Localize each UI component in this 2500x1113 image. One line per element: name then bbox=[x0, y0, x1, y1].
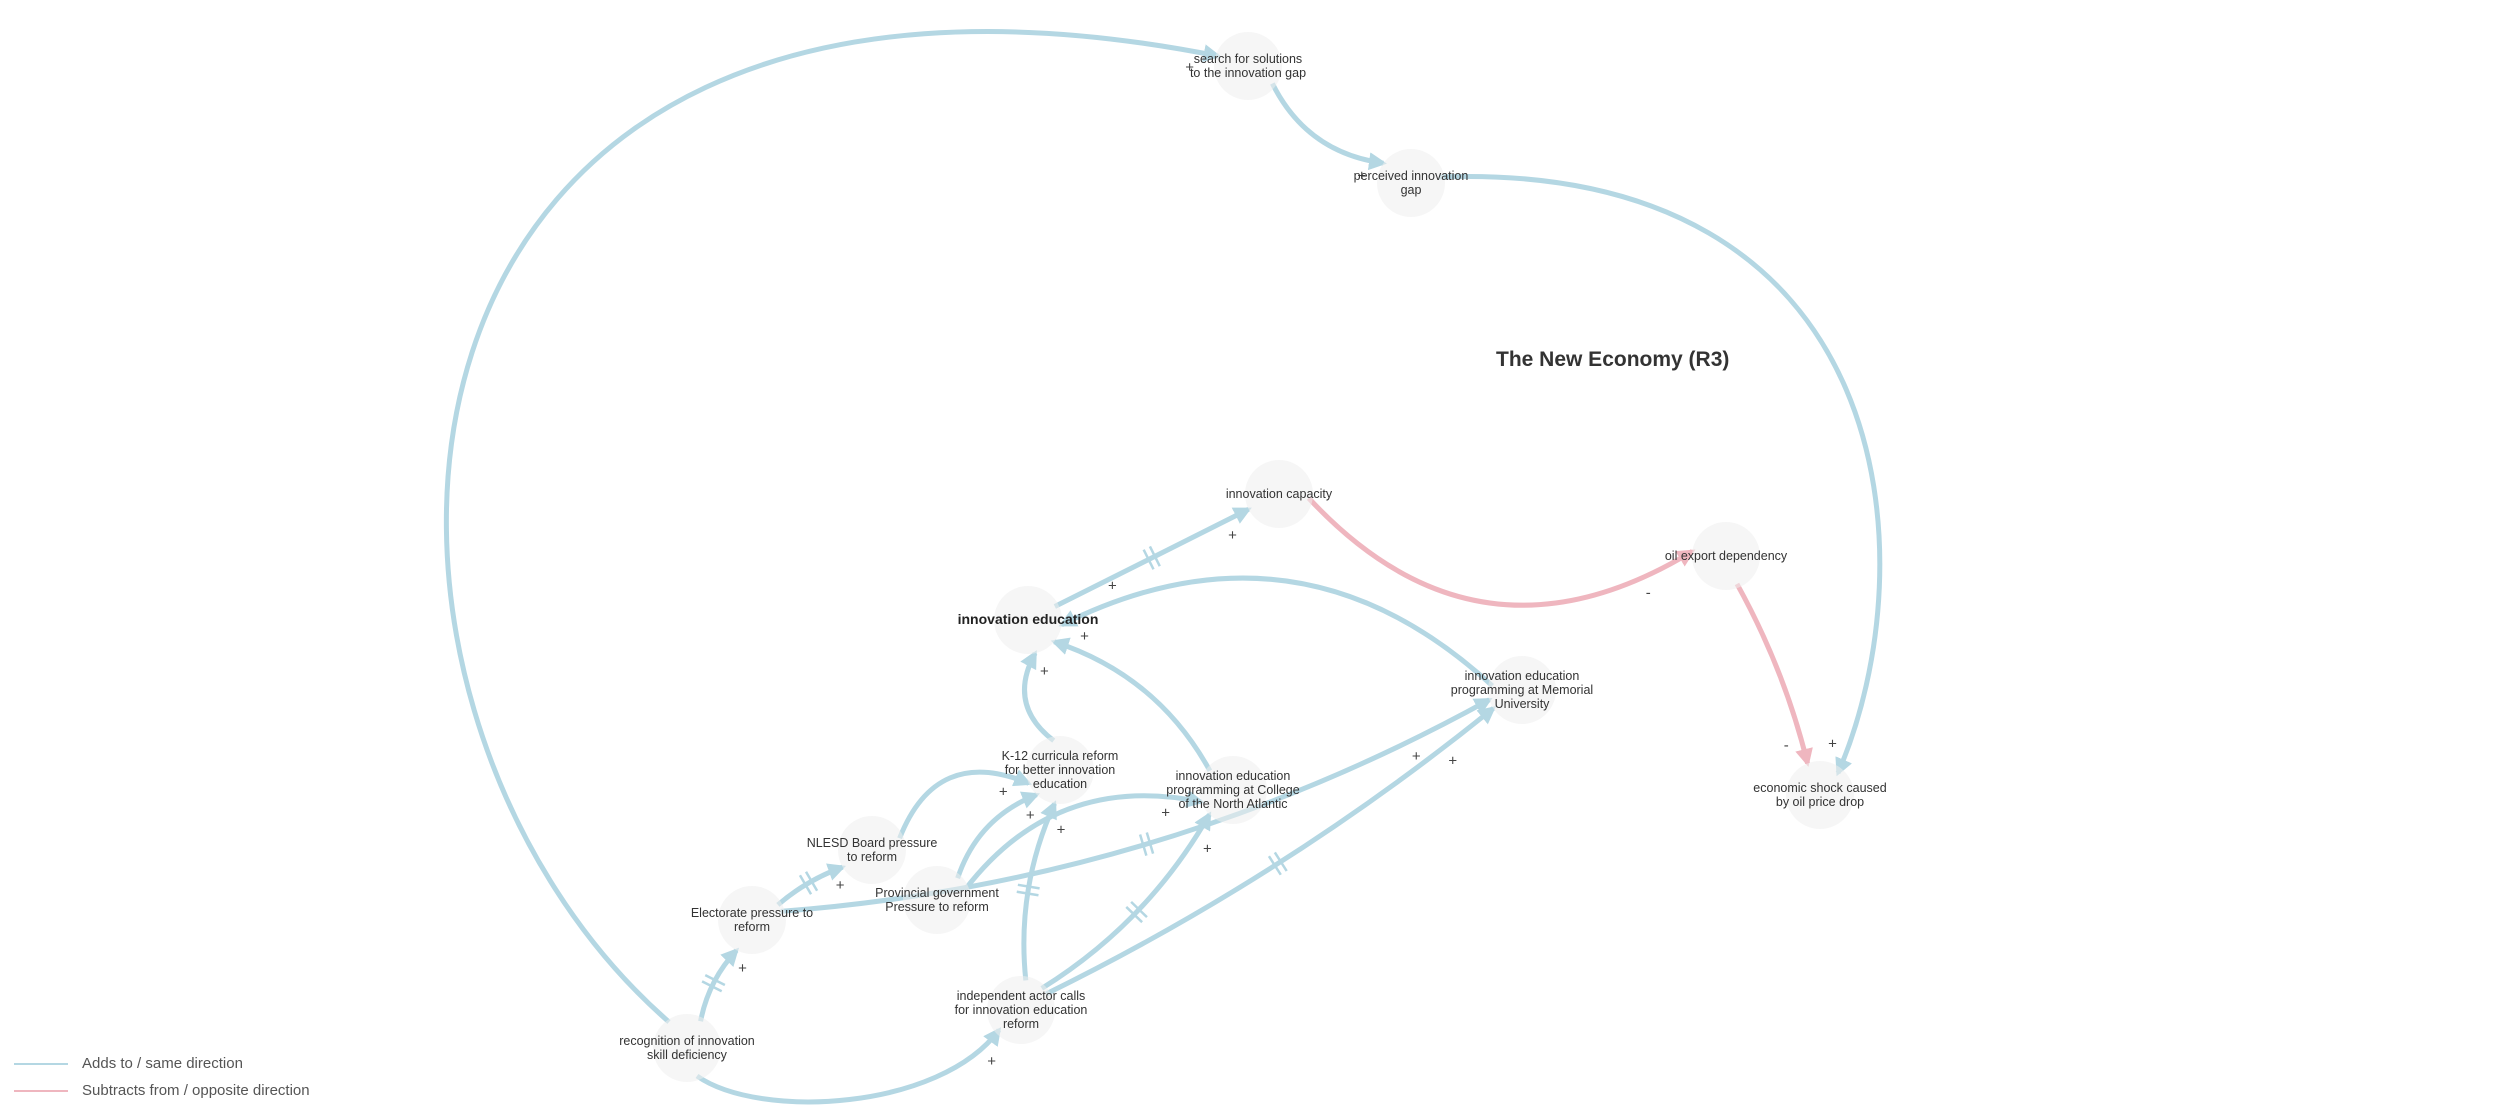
link-actors-to-memorial bbox=[1045, 706, 1497, 997]
polarity-actors-to-memorial: + bbox=[1448, 753, 1457, 770]
polarity-nlesd-to-k12: + bbox=[999, 783, 1008, 800]
polarity-oil-to-shock: - bbox=[1784, 737, 1789, 754]
polarity-cna-to-education: + bbox=[1080, 628, 1089, 645]
polarity-provincial-to-cna: + bbox=[1161, 805, 1170, 822]
delay-marker-actors-to-k12 bbox=[1016, 883, 1040, 897]
link-k12-to-education bbox=[1020, 650, 1056, 743]
node-cna[interactable] bbox=[1199, 756, 1267, 824]
polarity-recognition-to-search: + bbox=[1185, 59, 1194, 76]
polarity-electorate-to-memorial: + bbox=[1412, 748, 1421, 765]
node-actors[interactable] bbox=[987, 976, 1055, 1044]
link-actors-to-k12 bbox=[1021, 800, 1057, 981]
polarity-capacity-to-oil: - bbox=[1646, 585, 1651, 602]
link-education-to-capacity bbox=[1053, 507, 1252, 609]
delay-marker-education-to-capacity bbox=[1142, 545, 1161, 570]
node-recognition[interactable] bbox=[653, 1014, 721, 1082]
link-gap-to-shock bbox=[1438, 174, 1883, 777]
legend: Adds to / same direction Subtracts from … bbox=[14, 1050, 310, 1104]
loop-title: The New Economy (R3) bbox=[1496, 348, 1729, 371]
link-recognition-to-search bbox=[443, 29, 1222, 1024]
link-provincial-to-k12 bbox=[955, 791, 1040, 879]
node-memorial[interactable] bbox=[1488, 656, 1556, 724]
polarity-recognition-to-actors: + bbox=[987, 1053, 996, 1070]
node-label-capacity: innovation capacity bbox=[1226, 487, 1333, 501]
link-search-to-gap bbox=[1270, 82, 1387, 171]
legend-swatch-adds bbox=[14, 1062, 68, 1065]
polarity-k12-to-education: + bbox=[1040, 663, 1049, 680]
polarity-memorial-to-education: + bbox=[1108, 578, 1117, 595]
node-label-oil: oil export dependency bbox=[1665, 549, 1788, 563]
legend-label-adds: Adds to / same direction bbox=[82, 1055, 243, 1072]
link-provincial-to-cna bbox=[963, 790, 1205, 892]
polarity-provincial-to-k12: + bbox=[1026, 807, 1035, 824]
node-oil[interactable] bbox=[1692, 522, 1760, 590]
legend-swatch-subtracts bbox=[14, 1089, 68, 1092]
link-capacity-to-oil bbox=[1306, 496, 1696, 608]
node-capacity[interactable] bbox=[1245, 460, 1313, 528]
polarity-actors-to-cna: + bbox=[1203, 841, 1212, 858]
node-electorate[interactable] bbox=[718, 886, 786, 954]
polarity-electorate-to-nlesd: + bbox=[836, 877, 845, 894]
link-electorate-to-memorial bbox=[780, 697, 1493, 914]
node-education[interactable] bbox=[994, 586, 1062, 654]
link-electorate-to-nlesd bbox=[776, 863, 847, 907]
delay-marker-electorate-to-nlesd bbox=[798, 871, 819, 895]
node-search[interactable] bbox=[1214, 32, 1282, 100]
link-memorial-to-education bbox=[1058, 575, 1494, 688]
legend-item-adds: Adds to / same direction bbox=[14, 1050, 310, 1077]
polarity-actors-to-k12: + bbox=[1057, 822, 1066, 839]
node-provincial[interactable] bbox=[903, 866, 971, 934]
link-recognition-to-actors bbox=[695, 1027, 1002, 1105]
legend-item-subtracts: Subtracts from / opposite direction bbox=[14, 1077, 310, 1104]
link-recognition-to-electorate bbox=[698, 947, 740, 1022]
delay-marker-recognition-to-electorate bbox=[701, 973, 726, 993]
node-gap[interactable] bbox=[1377, 149, 1445, 217]
node-k12[interactable] bbox=[1026, 736, 1094, 804]
polarity-recognition-to-electorate: + bbox=[738, 960, 747, 977]
links-layer: + + + + - - + + + + + + + + + + + + + bbox=[443, 29, 1883, 1105]
link-nlesd-to-k12 bbox=[897, 769, 1033, 840]
polarity-gap-to-shock: + bbox=[1828, 735, 1837, 752]
delay-marker-actors-to-memorial bbox=[1267, 851, 1288, 876]
node-nlesd[interactable] bbox=[838, 816, 906, 884]
link-cna-to-education bbox=[1050, 637, 1213, 773]
polarity-education-to-capacity: + bbox=[1228, 527, 1237, 544]
delay-marker-actors-to-cna bbox=[1125, 900, 1148, 924]
nodes-layer bbox=[653, 32, 1854, 1082]
polarity-search-to-gap: + bbox=[1357, 167, 1366, 184]
delay-marker-electorate-to-memorial bbox=[1138, 832, 1155, 856]
node-label-education: innovation education bbox=[958, 611, 1099, 627]
link-oil-to-shock bbox=[1734, 582, 1813, 767]
legend-label-subtracts: Subtracts from / opposite direction bbox=[82, 1082, 310, 1099]
link-actors-to-cna bbox=[1040, 811, 1212, 991]
node-shock[interactable] bbox=[1786, 761, 1854, 829]
